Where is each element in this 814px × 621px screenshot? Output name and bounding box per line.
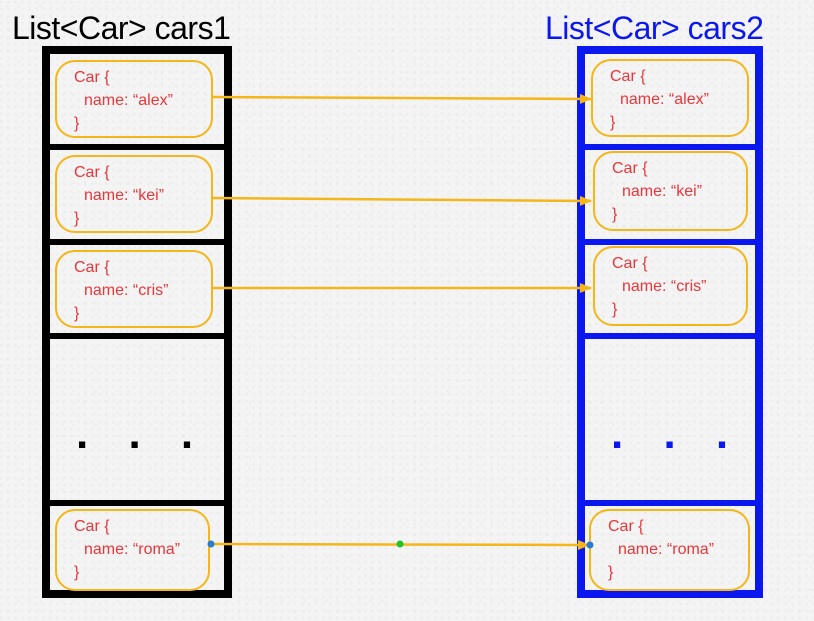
car-close-brace: } <box>74 115 80 132</box>
cars1-slot-divider <box>50 333 224 339</box>
cars1-car-kei: Car { name: “kei” } <box>55 155 213 233</box>
car-name-field: name: “kei” <box>622 183 703 200</box>
car-open-brace: Car { <box>74 518 110 535</box>
cars1-car-cris: Car { name: “cris” } <box>55 250 213 328</box>
cars1-list-title: List<Car> cars1 <box>12 10 231 46</box>
cars2-list: . . . Car { name: “alex” } Car { name: “… <box>577 46 763 598</box>
cars2-car-kei: Car { name: “kei” } <box>593 151 748 231</box>
cars2-slot-divider <box>585 500 755 506</box>
car-open-brace: Car { <box>610 68 646 85</box>
cars2-list-title: List<Car> cars2 <box>545 10 764 46</box>
cars1-list: . . . Car { name: “alex” } Car { name: “… <box>42 46 232 598</box>
cars1-slot-divider <box>50 500 224 506</box>
arrow-midpoint-dot <box>396 540 404 548</box>
cars2-car-alex: Car { name: “alex” } <box>591 59 749 137</box>
arrow-end-dot <box>586 541 594 549</box>
cars2-car-cris: Car { name: “cris” } <box>593 246 748 326</box>
car-name-field: name: “cris” <box>622 278 707 295</box>
car-close-brace: } <box>74 305 80 322</box>
cars1-slot-divider <box>50 144 224 150</box>
cars1-car-roma: Car { name: “roma” } <box>55 509 210 591</box>
cars2-slot-divider <box>585 239 755 245</box>
car-open-brace: Car { <box>612 160 648 177</box>
arrow-start-dot <box>207 540 215 548</box>
car-open-brace: Car { <box>612 255 648 272</box>
car-close-brace: } <box>74 564 80 581</box>
arrow-alex <box>212 93 592 104</box>
car-close-brace: } <box>612 301 618 318</box>
car-name-field: name: “alex” <box>84 92 173 109</box>
car-open-brace: Car { <box>74 259 110 276</box>
car-open-brace: Car { <box>74 164 110 181</box>
car-name-field: name: “kei” <box>84 187 165 204</box>
cars1-slot-divider <box>50 239 224 245</box>
car-close-brace: } <box>74 210 80 227</box>
cars2-slot-divider <box>585 333 755 339</box>
car-close-brace: } <box>608 564 614 581</box>
car-close-brace: } <box>612 206 618 223</box>
arrow-kei <box>212 195 592 206</box>
cars2-slot-divider <box>585 144 755 150</box>
cars2-ellipsis: . . . <box>611 409 743 458</box>
car-name-field: name: “roma” <box>84 541 181 558</box>
car-open-brace: Car { <box>74 69 110 86</box>
car-open-brace: Car { <box>608 518 644 535</box>
car-name-field: name: “alex” <box>620 91 709 108</box>
cars1-ellipsis: . . . <box>76 409 208 458</box>
cars2-car-roma: Car { name: “roma” } <box>589 509 750 591</box>
car-close-brace: } <box>610 114 616 131</box>
car-name-field: name: “cris” <box>84 282 169 299</box>
cars1-car-alex: Car { name: “alex” } <box>55 60 213 138</box>
car-name-field: name: “roma” <box>618 541 715 558</box>
